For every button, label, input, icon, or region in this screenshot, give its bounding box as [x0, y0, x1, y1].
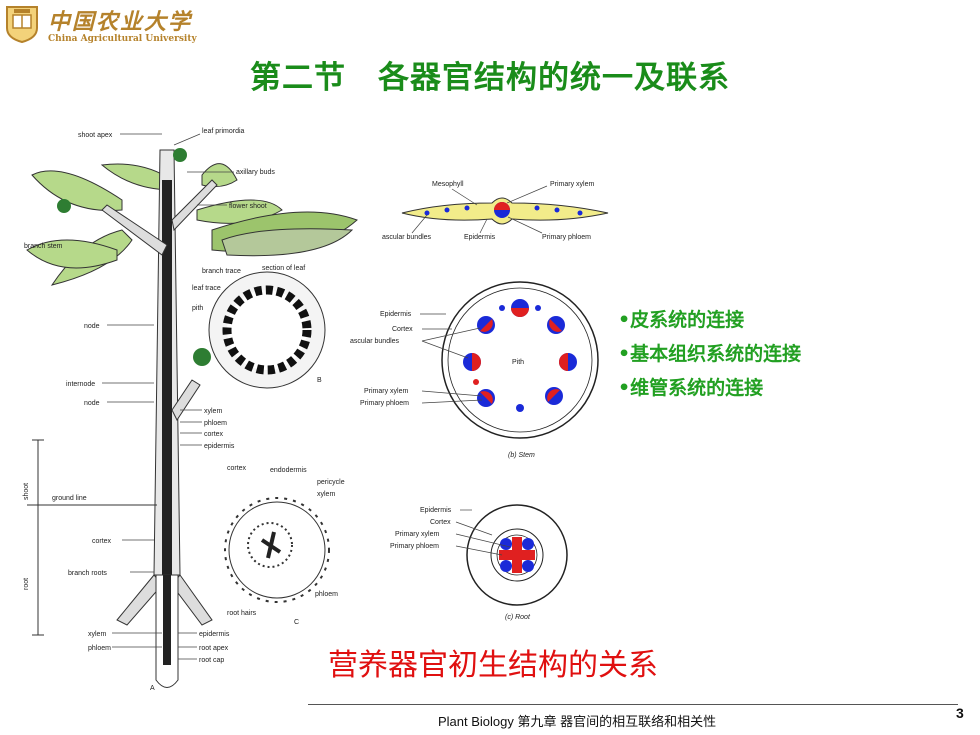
slide-title: 第二节 各器官结构的统一及联系 — [250, 60, 730, 96]
root-label-primary-xylem: Primary xylem — [395, 531, 440, 538]
stem-label-cortex: Cortex — [392, 326, 413, 333]
label-epidermis: epidermis — [204, 443, 235, 450]
label-branch-trace: branch trace — [202, 268, 241, 275]
label-c: C — [294, 619, 299, 626]
label-root-cap: root cap — [199, 657, 224, 664]
label-flower-shoot: flower shoot — [229, 203, 267, 210]
label-axillary-buds: axillary buds — [236, 169, 275, 176]
label-internode: internode — [66, 381, 95, 388]
root-vascular-cylinder — [499, 537, 535, 573]
label-xylem-3: xylem — [88, 631, 106, 638]
leaf-label-epidermis: Epidermis — [464, 234, 496, 241]
plant-stem — [101, 149, 218, 688]
label-leaf-primordia: leaf primordia — [202, 128, 245, 135]
label-xylem-2: xylem — [317, 491, 335, 498]
root-label-primary-phloem: Primary phloem — [390, 543, 439, 550]
label-branch-stem: branch stem — [24, 243, 63, 250]
label-node: node — [84, 323, 100, 330]
label-shoot-apex: shoot apex — [78, 132, 113, 139]
page-number: 3 — [956, 705, 964, 721]
label-shoot: shoot — [23, 483, 30, 500]
stem-label-epidermis: Epidermis — [380, 311, 412, 318]
figure-caption: 营养器官初生结构的关系 — [328, 648, 658, 683]
leaf-label-primary-phloem: Primary phloem — [542, 234, 591, 241]
label-phloem: phloem — [204, 420, 227, 427]
logo-en: China Agricultural University — [48, 34, 197, 44]
label-cortex: cortex — [204, 431, 224, 438]
label-pericycle: pericycle — [317, 479, 345, 486]
label-a: A — [150, 685, 155, 692]
label-section-of-leaf: section of leaf — [262, 265, 305, 272]
label-pith: pith — [192, 305, 203, 312]
label-phloem-3: phloem — [88, 645, 111, 652]
root-cross-section: Epidermis Cortex Primary xylem Primary p… — [390, 504, 568, 621]
bullet-vascular-system: •维管系统的连接 — [618, 377, 764, 399]
label-phloem-2: phloem — [315, 591, 338, 598]
label-leaf-trace: leaf trace — [192, 285, 221, 292]
footer-divider — [308, 704, 958, 705]
label-cortex-2: cortex — [227, 465, 247, 472]
stem-label-primary-phloem: Primary phloem — [360, 400, 409, 407]
root-label-cortex: Cortex — [430, 519, 451, 526]
logo-cn: 中国农业大学 — [48, 9, 193, 35]
plant-figure: shoot apex leaf primordia axillary buds … — [23, 128, 358, 692]
stem-label-primary-xylem: Primary xylem — [364, 388, 409, 395]
footer-text: Plant Biology 第九章 器官间的相互联络和相关性 — [438, 714, 717, 729]
root-label-epidermis: Epidermis — [420, 507, 452, 514]
label-epidermis-2: epidermis — [199, 631, 230, 638]
leaf-label-vascular-bundles: ascular bundles — [382, 234, 432, 241]
stem-caption: (b) Stem — [508, 452, 535, 459]
stem-cross-section: Epidermis Cortex ascular bundles Pith Pr… — [350, 281, 599, 459]
university-logo: 中国农业大学 China Agricultural University — [4, 4, 197, 48]
label-branch-roots: branch roots — [68, 570, 107, 577]
label-node-2: node — [84, 400, 100, 407]
label-ground-line: ground line — [52, 495, 87, 502]
label-root: root — [23, 578, 30, 590]
leaf-label-mesophyll: Mesophyll — [432, 181, 464, 188]
label-root-hairs: root hairs — [227, 610, 257, 617]
label-cortex-3: cortex — [92, 538, 112, 545]
vascular-bundles — [463, 299, 577, 412]
leaf-label-primary-xylem: Primary xylem — [550, 181, 595, 188]
root-section-c — [224, 497, 330, 603]
bullet-dermal-system: •皮系统的连接 — [618, 309, 745, 331]
label-endodermis: endodermis — [270, 467, 307, 474]
university-seal-icon — [6, 6, 38, 44]
plant-leaves — [26, 163, 358, 286]
stem-label-vascular-bundles: ascular bundles — [350, 338, 400, 345]
bullet-list: •皮系统的连接 •基本组织系统的连接 •维管系统的连接 — [618, 303, 801, 405]
label-b: B — [317, 377, 322, 384]
stem-label-pith: Pith — [512, 359, 524, 366]
stem-section-b — [208, 271, 326, 389]
label-xylem: xylem — [204, 408, 222, 415]
bullet-ground-tissue-system: •基本组织系统的连接 — [618, 343, 802, 365]
label-root-apex: root apex — [199, 645, 229, 652]
leaf-cross-section: Mesophyll Primary xylem ascular bundles … — [382, 181, 609, 241]
root-caption: (c) Root — [505, 614, 531, 621]
